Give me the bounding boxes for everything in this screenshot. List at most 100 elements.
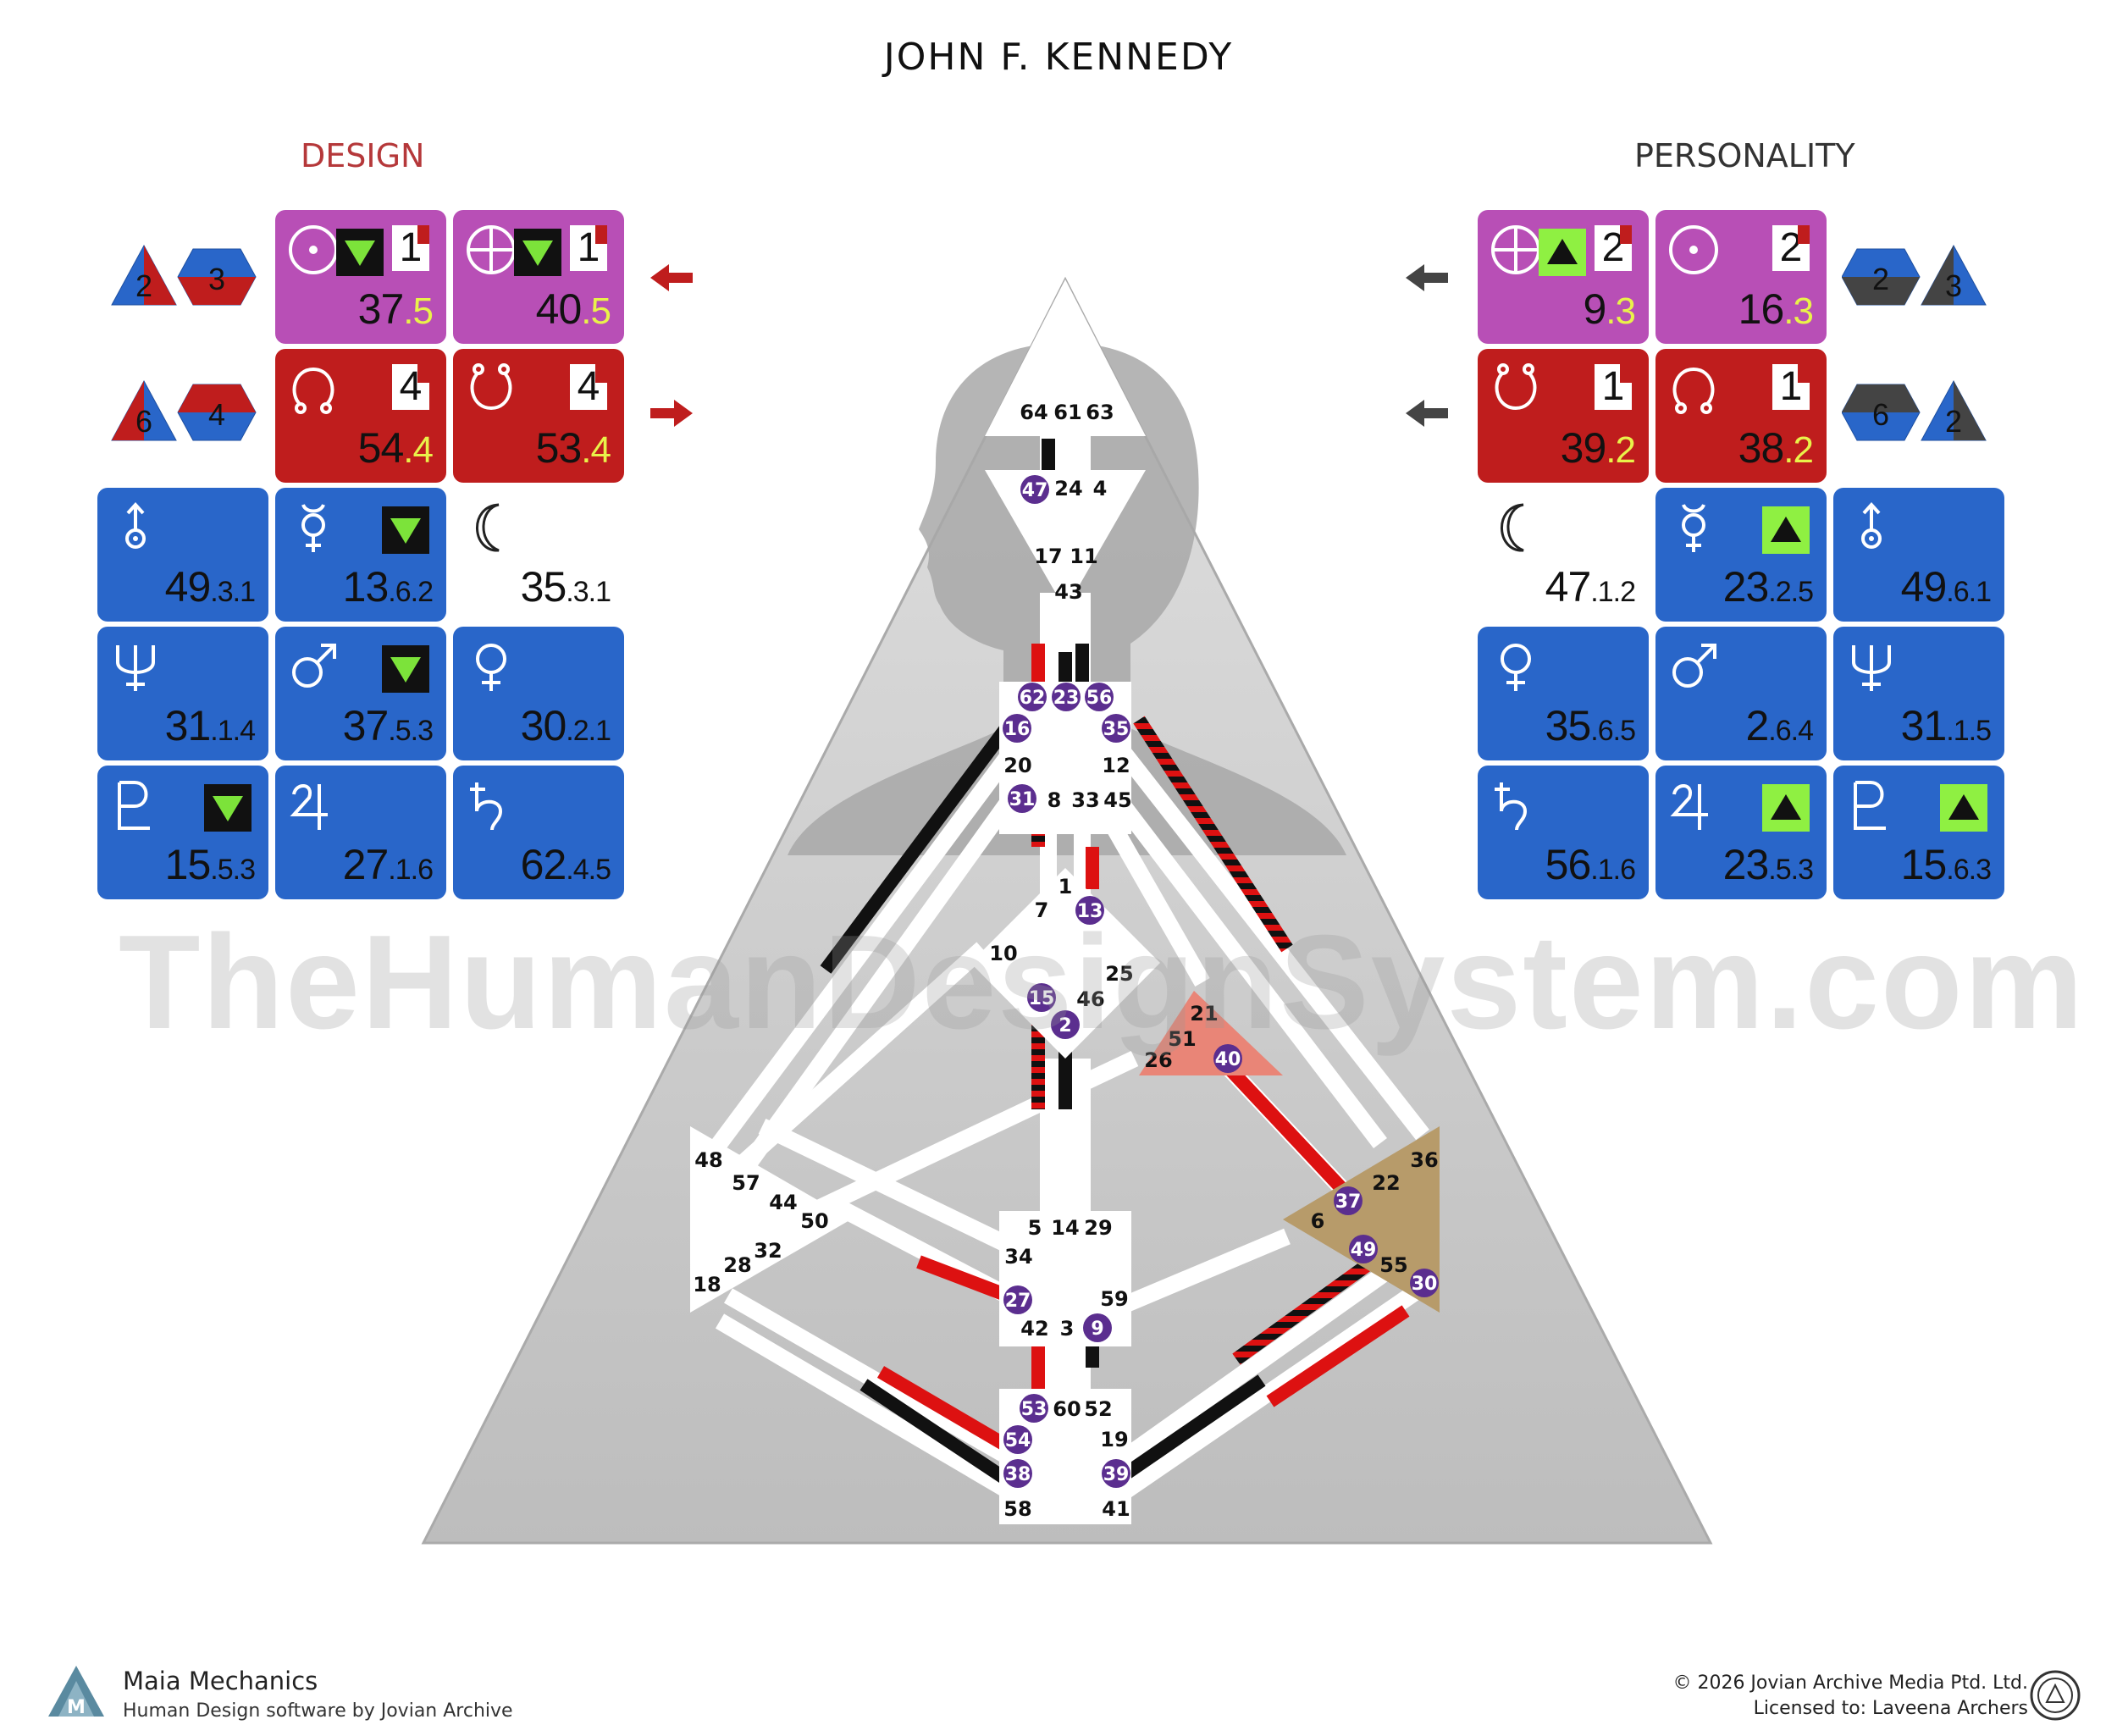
solar-plexus-center [1283,1126,1440,1313]
mercury-icon [301,504,325,552]
line-number: .3 [1783,290,1815,332]
gate-36: 36 [1410,1148,1438,1172]
svg-text:38: 38 [1005,1464,1031,1485]
gate-line-value: 39.2 [1561,423,1637,473]
line-value: 1.5 [1953,715,1992,747]
gate-number: 53 [535,424,583,472]
line-box: 1 [1772,364,1810,410]
gate-number: 15 [1900,841,1948,888]
gate-37: 37 [1334,1186,1363,1215]
svg-text:M: M [67,1697,86,1718]
gate-20: 20 [1003,754,1031,777]
jovian-archive-seal-icon [2030,1670,2081,1721]
line-box: 2 [1772,225,1810,271]
line-number: .3.1 [566,576,611,608]
line-value: 6.2 [395,576,434,608]
line-number: .5.3 [210,854,256,886]
gate-8: 8 [1047,788,1062,812]
marker-up-icon [1539,229,1586,276]
uranus-icon [1861,502,1882,549]
gate-number: 31 [164,702,212,749]
line-value: 5 [412,290,434,332]
ego-center [1139,991,1283,1075]
design-heading: DESIGN [301,137,425,174]
gate-number: 13 [342,563,390,611]
gate-50: 50 [800,1209,828,1233]
gate-line-value: 15.6.3 [1900,840,1992,889]
line-number: .2 [1606,429,1637,471]
gate-number: 56 [1545,841,1592,888]
gate-line-value: 13.6.2 [342,562,434,611]
gate-47: 47 [1020,475,1049,504]
line-number: .6.2 [388,576,434,608]
line-number: .6.1 [1946,576,1992,608]
gate-line-value: 37.5 [358,285,434,334]
gate-59: 59 [1100,1287,1128,1311]
gate-5: 5 [1028,1216,1042,1240]
gate-51: 51 [1168,1027,1196,1051]
channels [699,436,1429,1498]
svg-text:30: 30 [1412,1274,1438,1295]
line-number: .4 [403,429,434,471]
gate-line-value: 16.3 [1738,285,1815,334]
line-box: 4 [392,364,429,410]
gate-16: 16 [1003,714,1031,743]
activated-channels [820,439,1410,1486]
line-number: .6.4 [1768,715,1814,747]
gate-line-value: 15.5.3 [165,840,256,889]
gate-35: 35 [1102,714,1130,743]
personality-tile-pluto: 15.6.3 [1833,766,2004,899]
gate-number: 9 [1583,285,1606,333]
design-tile-pluto: 15.5.3 [97,766,268,899]
gate-22: 22 [1372,1171,1400,1195]
gate-13: 13 [1075,896,1104,925]
gate-41: 41 [1102,1497,1130,1521]
gate-line-value: 27.1.6 [343,840,434,889]
gate-2: 2 [1051,1010,1080,1039]
gate-number: 54 [357,424,405,472]
line-number: .2.5 [1768,576,1814,608]
gate-number: 30 [520,702,567,749]
line-value: 3 [1793,290,1815,332]
svg-text:47: 47 [1022,480,1048,501]
line-box: 1 [1595,364,1632,410]
venus-icon [476,644,506,691]
line-number: .2 [1783,429,1814,471]
south-node-icon [1495,363,1537,411]
line-value: 6.5 [1597,715,1636,747]
gate-32: 32 [754,1239,782,1263]
gate-33: 33 [1071,788,1099,812]
svg-text:16: 16 [1004,719,1031,740]
gate-number: 23 [1722,563,1770,611]
ajna-center [985,470,1146,610]
gate-line-value: 53.4 [536,423,611,473]
design-variable-top-1: 2 [135,268,152,303]
gate-57: 57 [732,1171,760,1195]
line-number: .1.5 [1946,715,1992,747]
gate-24: 24 [1054,477,1082,500]
gate-12: 12 [1102,754,1130,777]
line-value: 6.1 [1953,576,1992,608]
gate-10: 10 [989,942,1017,965]
footer-license: Licensed to: Laveena Archers [1753,1698,2028,1719]
gate-40: 40 [1213,1044,1242,1073]
design-tile-jupiter: 27.1.6 [275,766,446,899]
sun-icon [289,225,338,274]
gate-6: 6 [1311,1209,1325,1233]
gate-7: 7 [1035,898,1049,922]
svg-text:27: 27 [1005,1291,1031,1312]
line-value: 5 [590,290,612,332]
gate-line-value: 9.3 [1583,285,1636,334]
line-number: .5 [403,290,434,332]
line-value: 3.1 [572,576,611,608]
gate-56: 56 [1085,683,1114,711]
line-value: 2 [1615,429,1637,471]
gate-49: 49 [1349,1235,1378,1263]
marker-down-icon [514,229,561,276]
marker-down-icon [204,784,251,832]
personality-variable-top-2: 3 [1945,268,1962,303]
line-number: .3.1 [210,576,256,608]
earth-icon [1491,225,1540,274]
